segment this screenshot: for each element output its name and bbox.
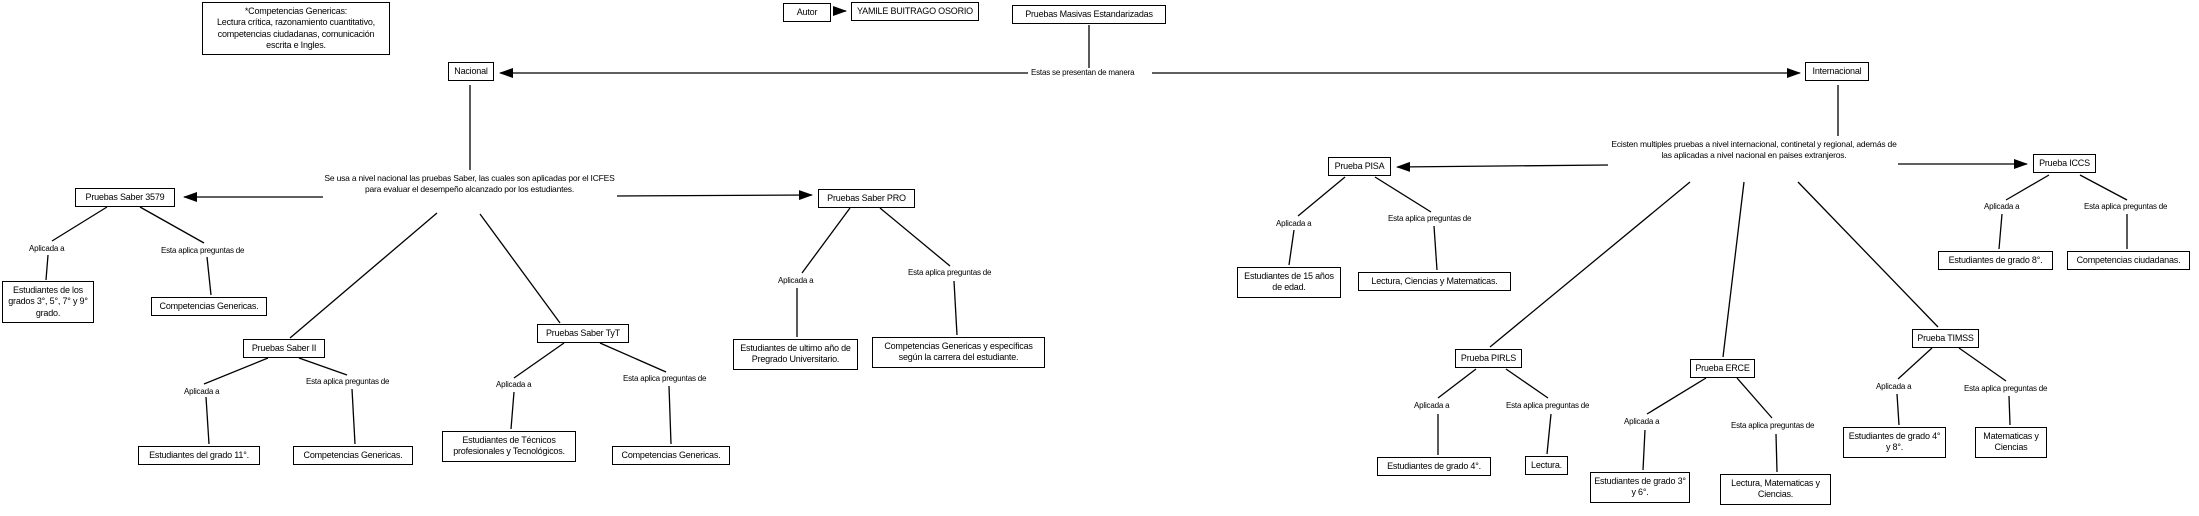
edge-to-pisa [1396, 161, 1609, 172]
node-materias-pisa[interactable]: Lectura, Ciencias y Matematicas. [1358, 272, 1511, 292]
edge-label-preguntas-de: Esta aplica preguntas de [907, 268, 993, 277]
edge-label-aplicada-a: Aplicada a [183, 387, 221, 396]
edge-label-aplicada-a: Aplicada a [1623, 417, 1661, 426]
edge-group [45, 6, 2128, 473]
node-competencias-pro[interactable]: Competencias Genericas y específicas seg… [872, 337, 1045, 368]
edge-label-aplicada-a: Aplicada a [777, 276, 815, 285]
edge-label-aplicada-a: Aplicada a [495, 380, 533, 389]
edge-label-national-desc: Se usa a nivel nacional las pruebas Sabe… [322, 173, 617, 196]
edge-to-timss [1797, 181, 1939, 328]
node-pruebas-saber-11[interactable]: Pruebas Saber II [243, 339, 325, 359]
edge-label-aplicada-a: Aplicada a [1413, 401, 1451, 410]
node-estudiantes-grado-11[interactable]: Estudiantes del grado 11°. [138, 446, 260, 466]
edge-to-sabertyt [479, 213, 561, 324]
edge-label-preguntas-de: Esta aplica preguntas de [1730, 421, 1816, 430]
node-estudiantes-pro[interactable]: Estudiantes de ultimo año de Pregrado Un… [733, 339, 858, 370]
node-materias-pirls[interactable]: Lectura. [1525, 456, 1568, 476]
edge-to-saberpro [616, 190, 813, 201]
node-estudiantes-tyt[interactable]: Estudiantes de Técnicos profesionales y … [442, 431, 576, 462]
node-autor[interactable]: Autor [783, 3, 831, 23]
edge-label-preguntas-de: Esta aplica preguntas de [1505, 401, 1591, 410]
node-competencias-genericas-tyt[interactable]: Competencias Genericas. [612, 446, 730, 466]
edge-label-preguntas-de: Esta aplica preguntas de [305, 377, 391, 386]
note-competencias-genericas[interactable]: *Competencias Genericas: Lectura crítica… [202, 2, 390, 55]
node-pruebas-saber-3579[interactable]: Pruebas Saber 3579 [75, 188, 175, 208]
node-root-pruebas-masivas[interactable]: Pruebas Masivas Estandarizadas [1012, 5, 1166, 25]
edge-label-preguntas-de: Esta aplica preguntas de [1963, 384, 2049, 393]
edge-to-pirls [1489, 181, 1691, 348]
node-prueba-pisa[interactable]: Prueba PISA [1328, 157, 1391, 177]
node-competencias-genericas-11[interactable]: Competencias Genericas. [293, 446, 413, 466]
node-prueba-timss[interactable]: Prueba TIMSS [1912, 329, 1979, 349]
edge-label-aplicada-a: Aplicada a [28, 244, 66, 253]
node-prueba-erce[interactable]: Prueba ERCE [1690, 359, 1755, 379]
node-materias-erce[interactable]: Lectura, Matematicas y Ciencias. [1720, 474, 1831, 505]
node-author-name[interactable]: YAMILE BUITRAGO OSORIO [851, 2, 979, 22]
node-pruebas-saber-tyt[interactable]: Pruebas Saber TyT [537, 324, 629, 344]
node-estudiantes-3579[interactable]: Estudiantes de los grados 3°, 5°, 7° y 9… [2, 281, 94, 323]
edge-label-aplicada-a: Aplicada a [1875, 382, 1913, 391]
node-materias-timss[interactable]: Matematicas y Ciencias [1975, 427, 2047, 458]
node-estudiantes-timss[interactable]: Estudiantes de grado 4° y 8°. [1843, 427, 1946, 458]
edge-to-saber11 [289, 212, 438, 339]
node-prueba-iccs[interactable]: Prueba ICCS [2033, 154, 2096, 174]
edge-label-preguntas-de: Esta aplica preguntas de [622, 374, 708, 383]
node-competencias-genericas-3579[interactable]: Competencias Genericas. [151, 297, 267, 317]
edge-label-preguntas-de: Esta aplica preguntas de [1387, 214, 1473, 223]
node-competencias-iccs[interactable]: Competencias ciudadanas. [2067, 251, 2190, 271]
node-estudiantes-iccs[interactable]: Estudiantes de grado 8°. [1938, 251, 2053, 271]
edge-label-preguntas-de: Esta aplica preguntas de [160, 246, 246, 255]
node-prueba-pirls[interactable]: Prueba PIRLS [1455, 349, 1522, 369]
edge-label-international-desc: Ecisten multiples pruebas a nivel intern… [1608, 139, 1900, 162]
node-nacional[interactable]: Nacional [448, 62, 494, 82]
edge-label-manner: Estas se presentan de manera [1030, 68, 1136, 77]
node-estudiantes-pirls[interactable]: Estudiantes de grado 4°. [1377, 457, 1491, 477]
node-internacional[interactable]: Internacional [1805, 62, 1869, 82]
node-estudiantes-erce[interactable]: Estudiantes de grado 3° y 6°. [1590, 472, 1690, 503]
edge-label-preguntas-de: Esta aplica preguntas de [2083, 202, 2169, 211]
node-estudiantes-pisa[interactable]: Estudiantes de 15 años de edad. [1237, 267, 1341, 298]
edge-to-erce [1722, 181, 1745, 358]
edge-label-aplicada-a: Aplicada a [1983, 202, 2021, 211]
edge-label-aplicada-a: Aplicada a [1275, 219, 1313, 228]
node-pruebas-saber-pro[interactable]: Pruebas Saber PRO [818, 189, 915, 209]
